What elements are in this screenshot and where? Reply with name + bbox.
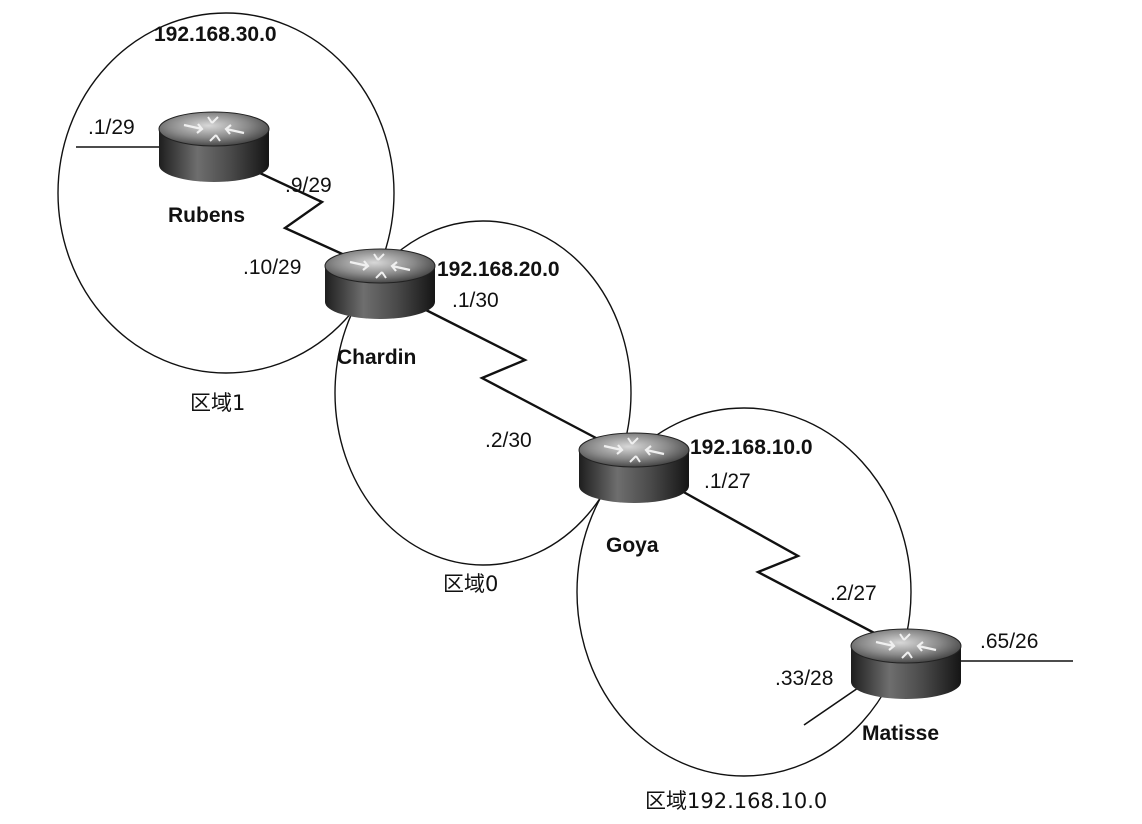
router-chardin-icon[interactable] bbox=[323, 247, 437, 321]
matisse-lan-stub-left bbox=[803, 687, 859, 726]
router-name-matisse: Matisse bbox=[862, 722, 939, 745]
ip-goya-to-chardin: .2/30 bbox=[485, 429, 532, 452]
link-rubens-chardin bbox=[246, 165, 361, 264]
area-label-10: 区域192.168.10.0 bbox=[645, 789, 827, 813]
ip-matisse-lan-left: .33/28 bbox=[775, 667, 833, 690]
area-label-0: 区域0 bbox=[443, 572, 498, 596]
network-label-area-10: 192.168.10.0 bbox=[690, 436, 813, 459]
link-chardin-goya bbox=[421, 306, 616, 450]
router-goya-icon[interactable] bbox=[577, 431, 691, 505]
ip-rubens-lan: .1/29 bbox=[88, 116, 135, 139]
router-name-goya: Goya bbox=[606, 534, 659, 557]
ip-matisse-to-goya: .2/27 bbox=[830, 582, 877, 605]
network-label-area1: 192.168.30.0 bbox=[154, 23, 277, 46]
router-rubens-icon[interactable] bbox=[157, 110, 271, 184]
router-name-rubens: Rubens bbox=[168, 204, 245, 227]
area-label-1: 区域1 bbox=[190, 391, 245, 415]
ip-goya-to-matisse: .1/27 bbox=[704, 470, 751, 493]
router-matisse-icon[interactable] bbox=[849, 627, 963, 701]
area0-boundary bbox=[334, 220, 632, 566]
ip-rubens-serial: .9/29 bbox=[285, 174, 332, 197]
ip-chardin-to-rubens: .10/29 bbox=[243, 256, 301, 279]
ip-chardin-to-goya: .1/30 bbox=[452, 289, 499, 312]
area-10-boundary bbox=[576, 407, 912, 777]
area1-boundary bbox=[57, 12, 395, 374]
network-label-area0: 192.168.20.0 bbox=[437, 258, 560, 281]
ip-matisse-lan-right: .65/26 bbox=[980, 630, 1038, 653]
router-name-chardin: Chardin bbox=[337, 346, 416, 369]
link-goya-matisse bbox=[679, 488, 881, 638]
